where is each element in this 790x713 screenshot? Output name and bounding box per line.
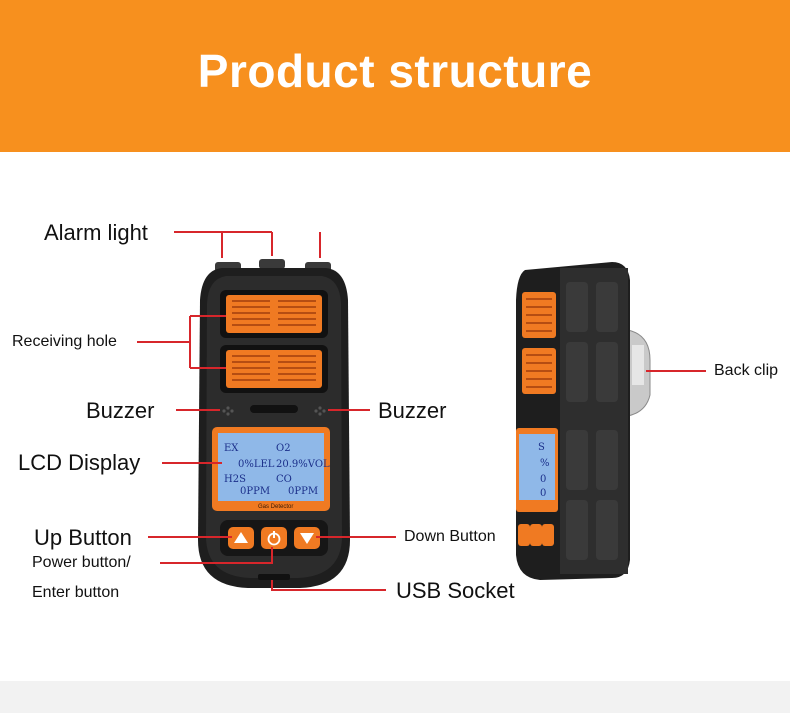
side-button-3 [542,524,554,546]
header-banner: Product structure [0,0,790,152]
leader-lines [137,231,706,591]
alarm-light-center [259,259,285,269]
power-button-leader [160,547,273,564]
label-power-button: Power button/ [32,554,131,571]
speaker-slot [250,405,298,413]
down-button[interactable] [294,527,320,549]
lcd-line1-right: O2 [276,443,291,454]
down-arrow-icon [300,533,314,544]
label-back-clip: Back clip [714,362,779,379]
label-enter-button: Enter button [32,584,120,601]
up-button[interactable] [228,527,254,549]
page-title: Product structure [197,45,593,97]
panel-label: Gas Detector [258,504,293,510]
lcd-line2-left: 0%LEL [238,459,275,470]
label-down-button: Down Button [404,528,496,545]
lcd-line4-right: 0PPM [288,486,318,497]
label-up-button: Up Button [34,525,132,550]
sensor-grille-bottom [220,345,328,393]
side-button-2 [530,524,542,546]
alarm-light-leader [174,231,321,258]
usb-socket-leader [271,580,386,591]
side-device: S % 0 0 [516,262,651,580]
side-lcd-line2: % [540,458,550,469]
power-button[interactable] [261,527,287,549]
receiving-hole-leader [137,315,226,369]
label-alarm-light: Alarm light [44,220,148,245]
lcd-line3-right: CO [276,474,292,485]
lcd-line2-right: 20.9%VOL [276,459,330,470]
label-buzzer-left: Buzzer [86,398,155,423]
buzzer-hole-right [314,406,326,416]
label-receiving-hole: Receiving hole [12,333,117,350]
front-device: EX O2 0%LEL 20.9%VOL H2S CO 0PPM 0PPM Ga… [198,259,350,588]
side-lcd-line3: 0 [540,474,546,485]
up-arrow-icon [234,532,248,543]
lcd-display: EX O2 0%LEL 20.9%VOL H2S CO 0PPM 0PPM Ga… [212,427,330,511]
sensor-grille-top [220,290,328,338]
side-lcd [519,434,555,500]
side-lcd-line1: S [538,442,545,453]
label-usb-socket: USB Socket [396,578,515,603]
buzzer-hole-left [222,406,234,416]
footer-strip [0,681,790,713]
lcd-line4-left: 0PPM [240,486,270,497]
side-button-1 [518,524,530,546]
lcd-line1-left: EX [224,443,239,454]
side-lcd-line4: 0 [540,488,546,499]
label-buzzer-right: Buzzer [378,398,447,423]
usb-socket [258,574,290,580]
lcd-line3-left: H2S [224,474,246,485]
label-lcd-display: LCD Display [18,450,141,475]
